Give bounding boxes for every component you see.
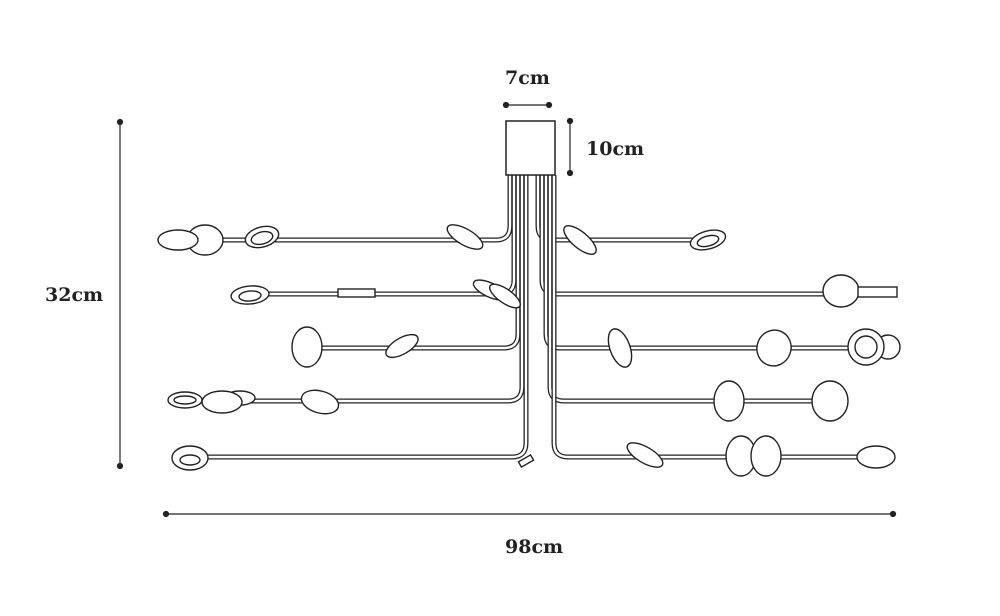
cylinder-shade (337, 288, 376, 298)
dimension-line-canopy-width (502, 101, 553, 109)
lamp-shade (171, 445, 209, 471)
lamp-shade (689, 229, 727, 251)
arm-tube (547, 175, 830, 404)
lamp-shade-ring (696, 234, 720, 248)
lamp-shade (201, 390, 243, 414)
lamp-shade (489, 283, 521, 309)
arm-tube (318, 175, 521, 351)
arm-tube-inner (552, 175, 875, 459)
ceiling-canopy (505, 120, 556, 176)
lamp-shade (750, 435, 782, 477)
dimension-line-total-height (116, 118, 124, 470)
lamp-shade-ring (250, 230, 274, 246)
dimension-line-total-width (162, 510, 897, 518)
lamp-shade-ring (173, 395, 197, 405)
lamp-shade (446, 224, 484, 250)
lamp-shade (822, 274, 860, 308)
canopy-width-label: 7cm (505, 67, 550, 89)
arm-tube-inner (318, 175, 520, 350)
lamp-shade-ring (238, 290, 262, 302)
lamp-shade-ring (854, 335, 878, 359)
arm-tube-inner (180, 175, 512, 242)
arm-tube (543, 175, 870, 351)
lamp-shade (300, 389, 340, 415)
arm-tube (190, 175, 529, 460)
lamp-shade (847, 328, 885, 366)
total-height-label: 32cm (45, 284, 104, 306)
lamp-shade (291, 326, 323, 368)
canopy-height-label: 10cm (586, 138, 645, 160)
lamp-shade (230, 285, 270, 305)
arm-tube-inner (190, 175, 528, 459)
lamp-shade (385, 333, 419, 359)
arm-tube-inner (548, 175, 830, 403)
dimension-line-canopy-height (566, 117, 574, 177)
lamp-shade (713, 380, 745, 422)
lamp-shade (756, 329, 792, 367)
lamp-shade (811, 380, 849, 422)
cylinder-shade (857, 286, 898, 298)
lamp-shade (244, 225, 280, 249)
arm-tube (185, 175, 525, 404)
lamp-shade (157, 229, 199, 251)
lamp-shade-ring (179, 454, 201, 466)
chandelier-arms (180, 175, 895, 460)
lamp-shade (607, 328, 633, 368)
lamp-shade (563, 225, 597, 255)
lamp-shade (626, 442, 664, 468)
chandelier-shades (157, 224, 901, 477)
arm-tube-inner (544, 175, 870, 350)
arm-tube-inner (185, 175, 524, 403)
total-width-label: 98cm (505, 536, 564, 558)
bottom-connector (517, 453, 535, 469)
lamp-shade (167, 391, 203, 409)
lamp-shade (856, 445, 896, 469)
